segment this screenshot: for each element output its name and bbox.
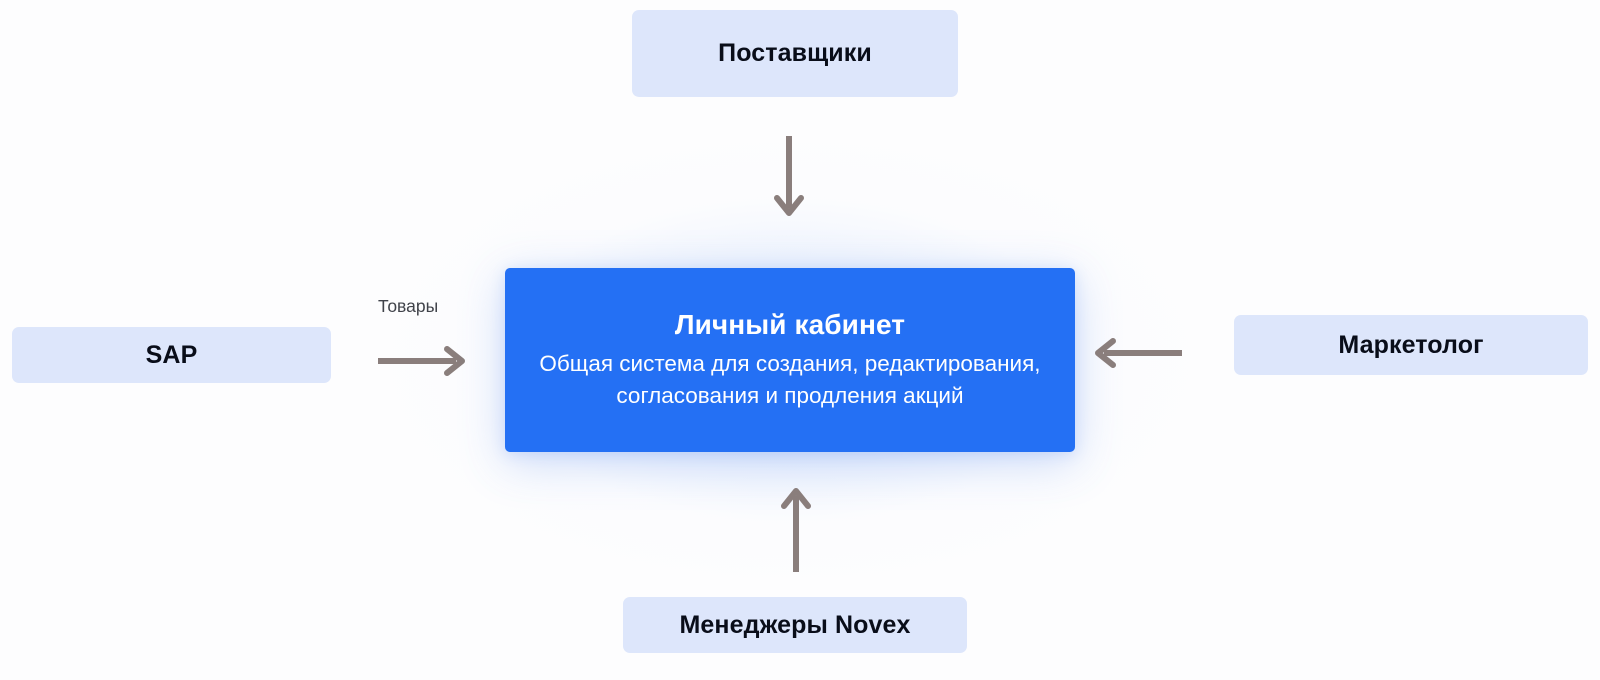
node-suppliers[interactable]: Поставщики — [632, 10, 958, 97]
node-marketer[interactable]: Маркетолог — [1234, 315, 1588, 375]
arrow-right-sap-to-center — [376, 344, 472, 378]
center-title: Личный кабинет — [674, 309, 906, 341]
arrow-up-managers-to-center — [779, 474, 813, 574]
edge-label-goods: Товары — [378, 296, 439, 316]
arrow-down-suppliers-to-center — [772, 134, 806, 224]
center-description: Общая система для создания, редактирован… — [539, 350, 1041, 408]
node-center-personal-account[interactable]: Личный кабинет Общая система для создани… — [505, 268, 1075, 452]
arrow-left-marketer-to-center — [1088, 336, 1184, 370]
node-managers[interactable]: Менеджеры Novex — [623, 597, 967, 653]
node-suppliers-label: Поставщики — [718, 39, 872, 68]
node-sap-label: SAP — [145, 340, 198, 369]
node-sap[interactable]: SAP — [12, 327, 331, 383]
node-marketer-label: Маркетолог — [1338, 330, 1484, 359]
node-managers-label: Менеджеры Novex — [679, 610, 911, 639]
